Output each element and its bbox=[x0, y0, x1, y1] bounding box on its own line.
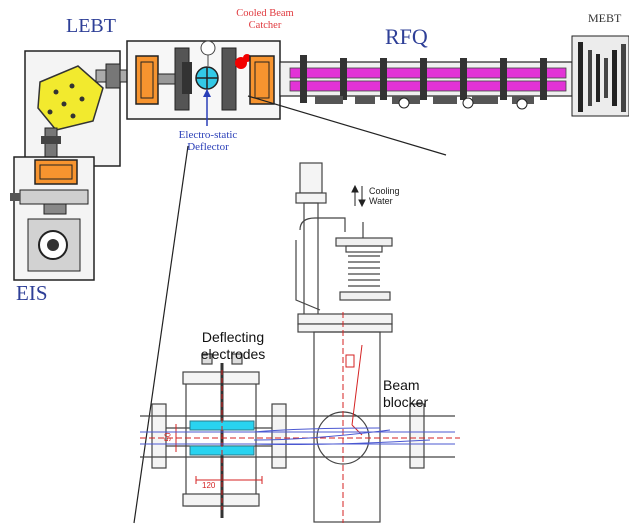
deflecting-electrodes-label: Deflecting electrodes bbox=[193, 330, 273, 361]
cooled-beam-catcher-line2: Catcher bbox=[248, 19, 282, 31]
cooling-line1: Cooling bbox=[369, 186, 400, 196]
cooling-line2: Water bbox=[369, 196, 393, 206]
deflector-line1: Electro-static bbox=[178, 129, 238, 141]
deflector-line2: Deflector bbox=[187, 141, 229, 153]
dimension-horizontal: 120 bbox=[202, 481, 216, 490]
red-construction-lines bbox=[140, 312, 460, 523]
rfq-label: RFQ bbox=[385, 24, 428, 49]
lebt-section bbox=[126, 40, 281, 126]
dimension-vertical: 50 bbox=[163, 432, 173, 442]
electrostatic-deflector-label: Electro-static Deflector bbox=[172, 130, 244, 153]
beam-trajectories bbox=[140, 427, 455, 445]
zoom-line-right bbox=[247, 95, 447, 156]
eis-label: EIS bbox=[16, 281, 48, 305]
beam-blocker-label: Beam blocker bbox=[383, 378, 428, 409]
deflecting-line2: electrodes bbox=[200, 346, 266, 362]
lebt-solenoid-2 bbox=[249, 55, 275, 105]
detail-drawing bbox=[140, 162, 455, 523]
lebt-solenoid-1 bbox=[135, 55, 159, 105]
mebt-section bbox=[571, 35, 629, 117]
deflecting-line1: Deflecting bbox=[201, 329, 265, 345]
ion-source-chamber bbox=[37, 65, 104, 131]
eis-lower-block bbox=[10, 156, 95, 281]
zoom-line-left bbox=[133, 145, 189, 524]
cooled-beam-catcher-label: Cooled Beam Catcher bbox=[228, 8, 302, 31]
cooled-beam-catcher-line1: Cooled Beam bbox=[236, 8, 294, 19]
lebt-label: LEBT bbox=[66, 15, 116, 37]
cooling-water-label: Cooling Water bbox=[369, 187, 400, 206]
beam-line1: Beam bbox=[383, 377, 420, 393]
rfq-section bbox=[279, 55, 573, 110]
mebt-label: MEBT bbox=[588, 11, 622, 25]
cooling-water-arrows bbox=[351, 184, 366, 208]
beam-line2: blocker bbox=[383, 394, 429, 410]
